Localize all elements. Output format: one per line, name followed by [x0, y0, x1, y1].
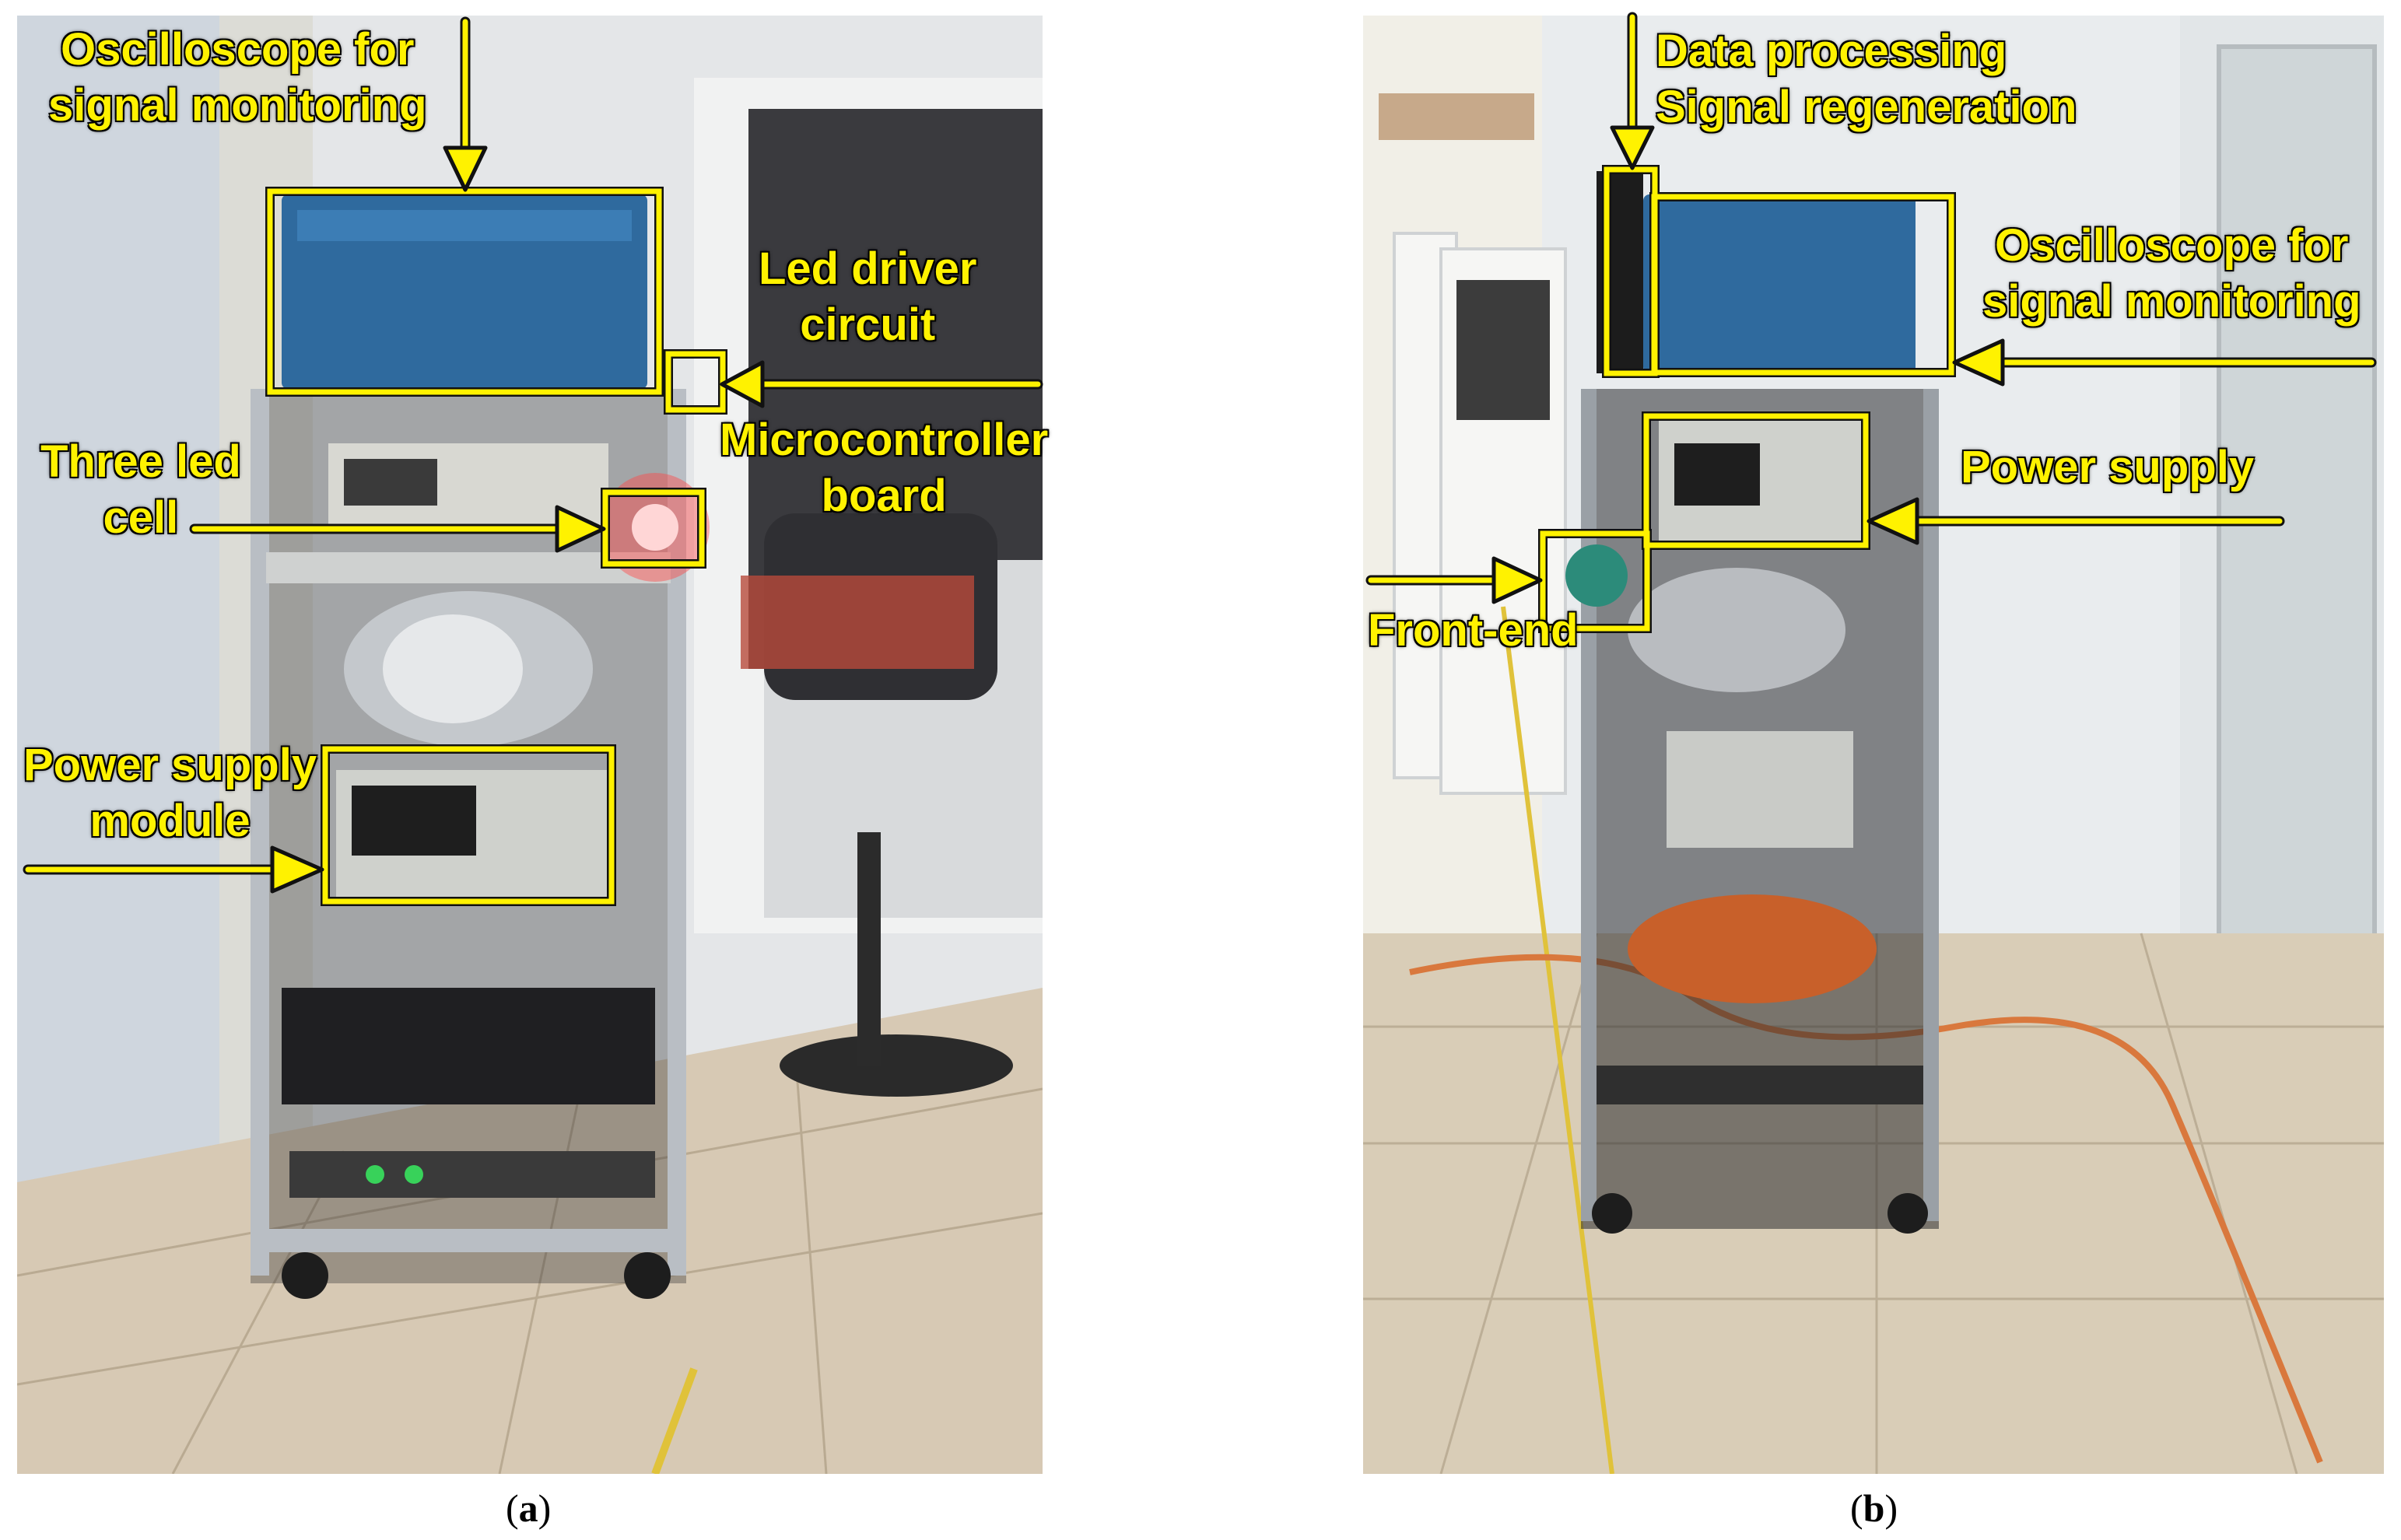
label-microcontroller: Microcontroller board	[719, 414, 1049, 522]
label-oscilloscope-b: Oscilloscope for signal monitoring	[1982, 219, 2362, 327]
label-led-driver: Led driver circuit	[758, 243, 977, 351]
caption-a: (a)	[506, 1486, 552, 1530]
label-oscilloscope-a: Oscilloscope for signal monitoring	[47, 23, 428, 131]
left-wall	[17, 16, 219, 1229]
label-power-supply-a: Power supply module	[23, 739, 317, 847]
label-data-processing: Data processing Signal regeneration	[1655, 25, 2077, 133]
label-front-end: Front-end	[1367, 604, 1579, 656]
label-power-supply-b: Power supply	[1960, 441, 2255, 493]
label-three-led: Three led cell	[40, 436, 242, 544]
oscilloscope-device	[1643, 194, 1916, 373]
caption-b: (b)	[1850, 1486, 1898, 1530]
